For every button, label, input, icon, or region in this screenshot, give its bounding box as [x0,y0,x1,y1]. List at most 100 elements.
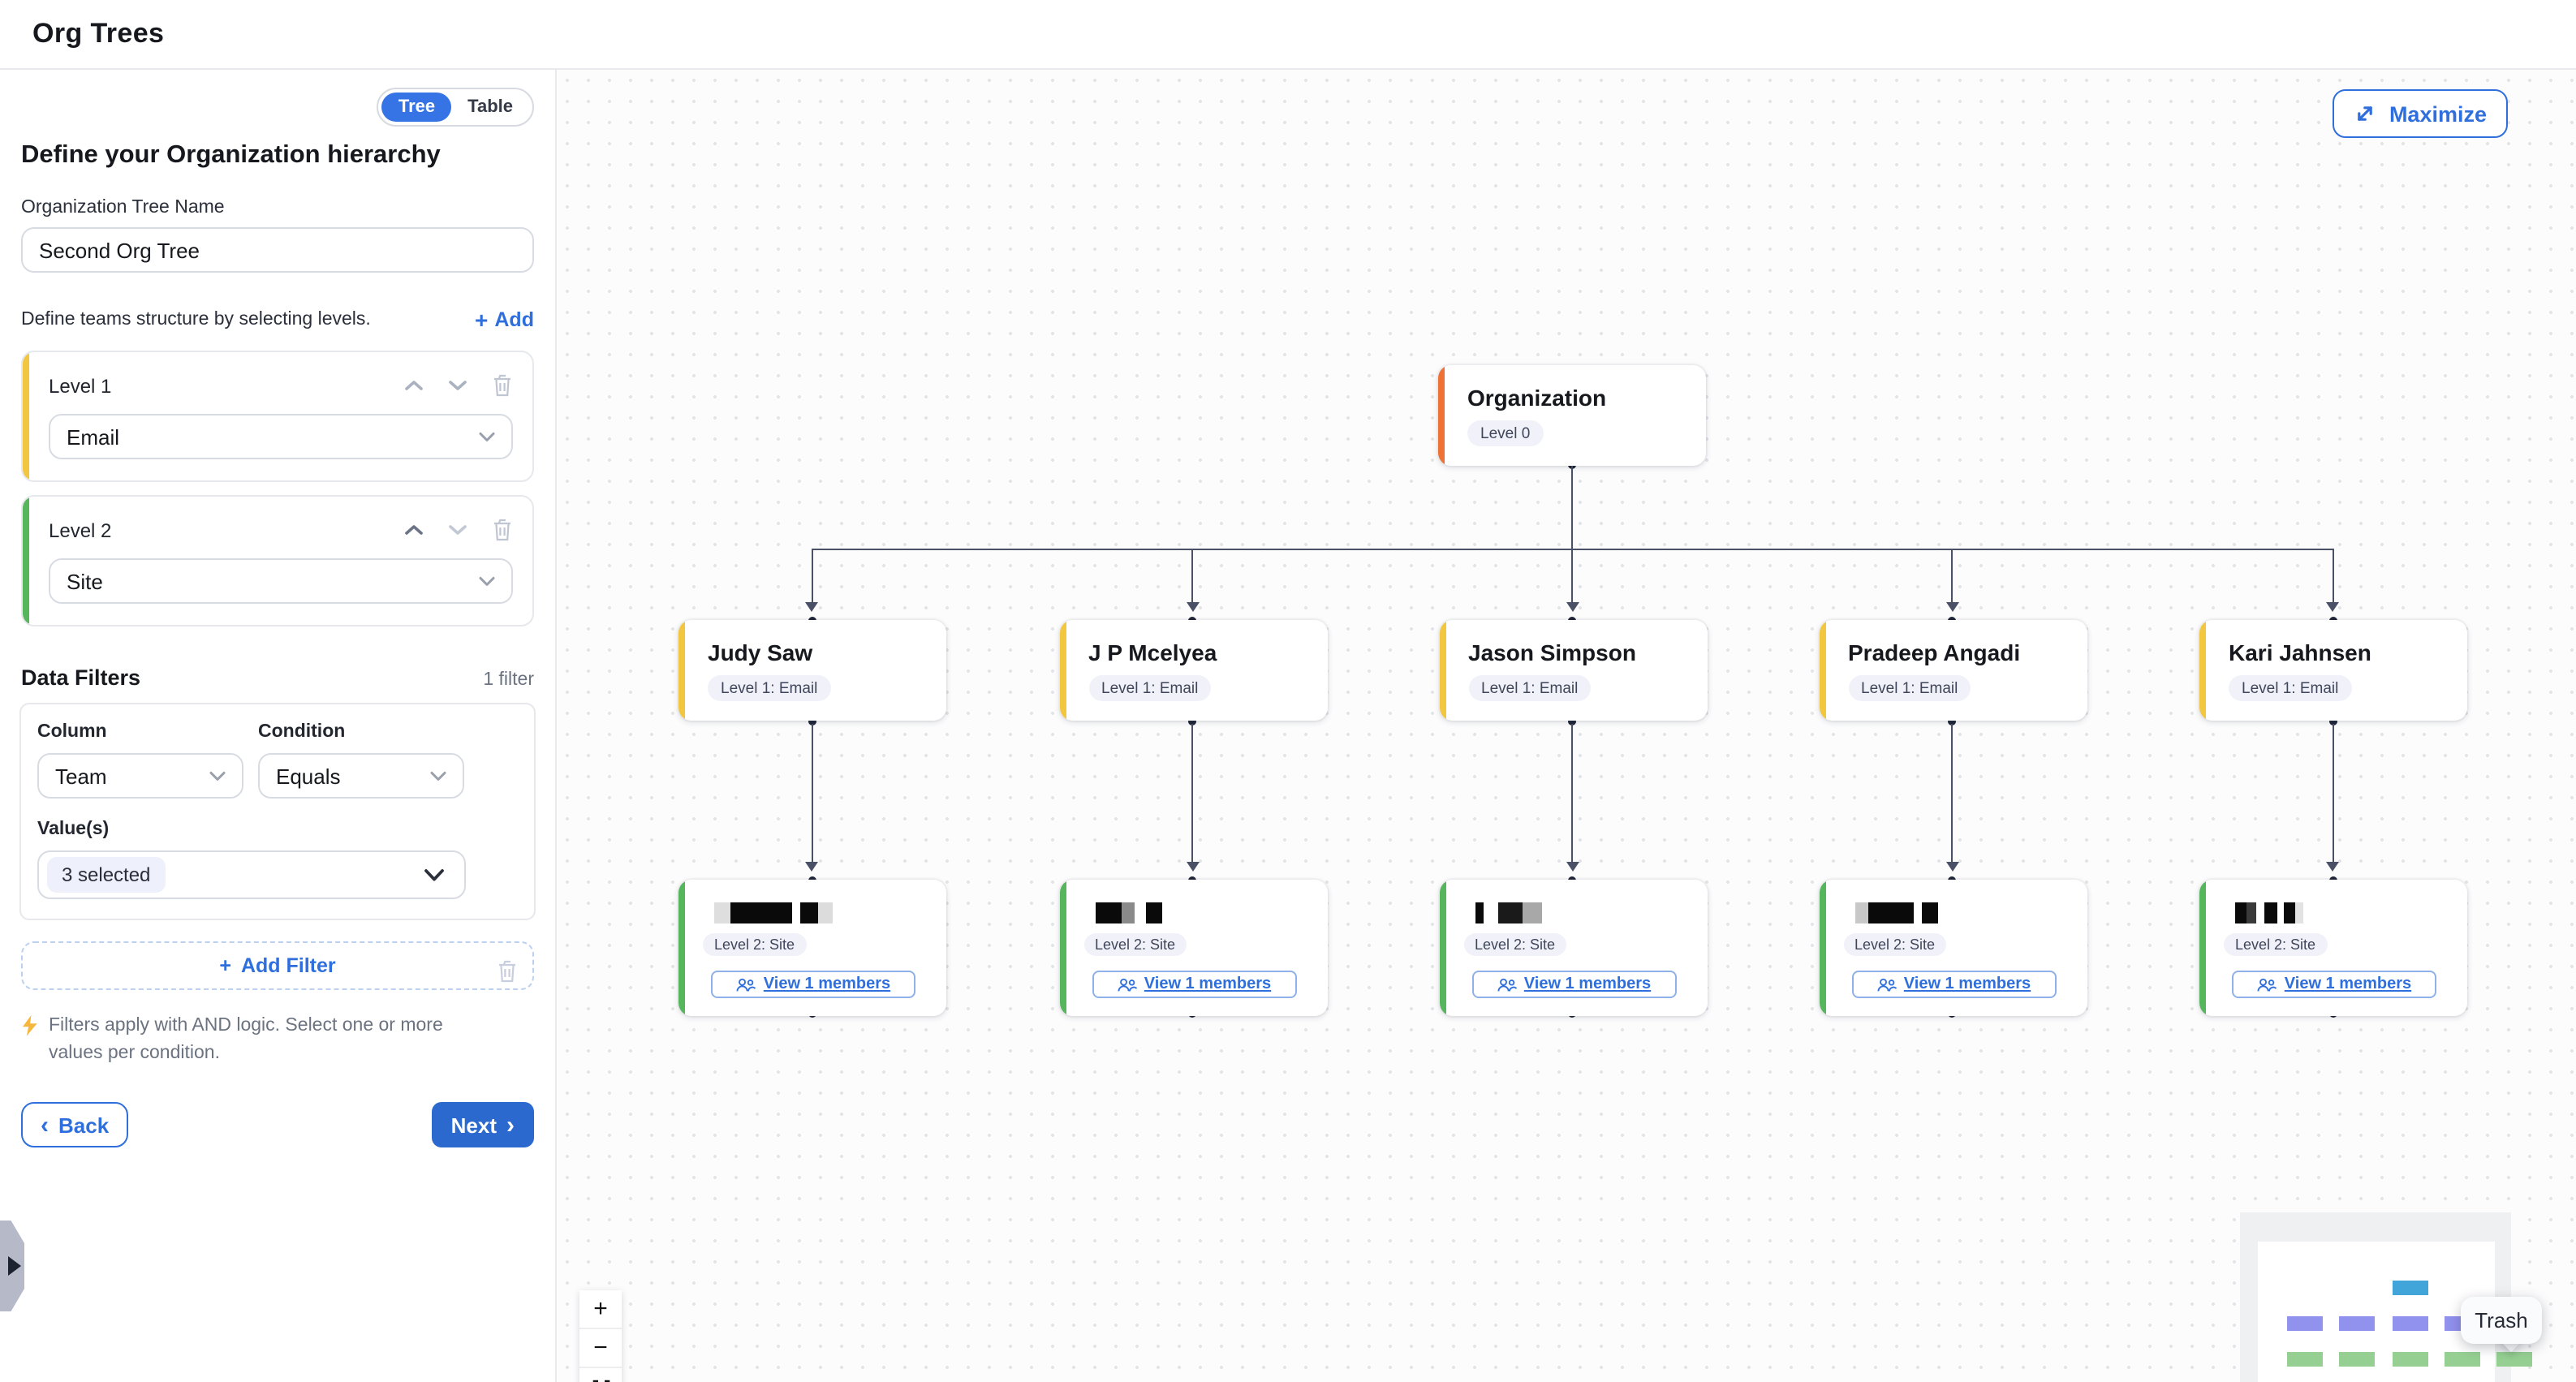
node-level-badge: Level 2: Site [1463,933,1567,956]
redacted-title [1095,902,1311,923]
edge-line [811,724,812,862]
select-chevron-icon [209,770,226,780]
levels-hint: Define teams structure by selecting leve… [21,310,371,329]
trash-icon[interactable] [492,373,513,398]
node-level-badge: Level 1: Email [2229,675,2352,701]
edge-arrowhead [2326,602,2339,612]
node-accent-bar [1819,620,1825,721]
org-node-level2[interactable]: Level 2: Site View 1 members [1439,880,1707,1016]
remove-filter-trash-icon[interactable] [497,959,518,984]
members-icon [1118,977,1137,991]
node-level-badge: Level 2: Site [2224,933,2328,956]
minimap-level2-node [2287,1352,2323,1367]
lightning-icon [23,1015,37,1036]
org-node-level2[interactable]: Level 2: Site View 1 members [678,880,946,1016]
chevron-up-icon[interactable] [404,524,424,536]
view-members-button[interactable]: View 1 members [711,971,915,998]
org-node-level2[interactable]: Level 2: Site View 1 members [1819,880,2087,1016]
node-level-badge: Level 2: Site [703,933,807,956]
node-title: Organization [1467,385,1607,411]
edge-arrowhead [1566,862,1579,872]
values-label: Value(s) [37,820,110,839]
node-accent-bar [1439,620,1445,721]
members-icon [2258,977,2277,991]
edge-line [811,549,812,602]
edge-arrowhead [805,602,818,612]
back-button[interactable]: ‹ Back [21,1102,129,1148]
redacted-title [714,902,930,923]
connection-handle [1568,717,1576,725]
level1-field-select[interactable]: Email [49,414,513,459]
members-icon [737,977,756,991]
edge-line [1571,466,1573,549]
trash-icon[interactable] [492,518,513,542]
add-level-button[interactable]: + Add [475,307,534,333]
zoom-out-button[interactable]: − [579,1329,622,1368]
app-header: Org Trees [0,0,2576,70]
minimap-level2-node [2393,1352,2428,1367]
fit-view-button[interactable] [579,1368,622,1382]
org-node-level1[interactable]: Judy Saw Level 1: Email [678,620,946,721]
minimap-level2-node [2339,1352,2375,1367]
toggle-table[interactable]: Table [467,97,513,117]
filter-card: Column Team Condition Equals [19,703,536,983]
node-level-badge: Level 2: Site [1083,933,1187,956]
toggle-tree[interactable]: Tree [381,93,452,122]
maximize-button[interactable]: Maximize [2332,89,2508,138]
level-card-1: Level 1 Email [21,351,534,482]
view-members-button[interactable]: View 1 members [2232,971,2436,998]
tree-name-input[interactable] [21,227,534,273]
node-accent-bar [678,880,685,1016]
values-multiselect[interactable]: 3 selected [37,850,466,899]
node-level-badge: Level 2: Site [1843,933,1947,956]
chevron-down-icon[interactable] [448,380,467,391]
next-button[interactable]: Next › [431,1102,534,1148]
org-tree-canvas[interactable]: Maximize Organization Level 0 Judy Saw L… [557,70,2576,1382]
minimap[interactable] [2240,1212,2532,1382]
redacted-title [1475,902,1691,923]
minimap-level1-node [2393,1316,2428,1331]
node-accent-bar [2199,880,2206,1016]
members-icon [1497,977,1517,991]
edge-line [1951,724,1953,862]
connection-handle [2328,717,2337,725]
add-filter-button[interactable]: + Add Filter [21,941,534,990]
node-level-badge: Level 1: Email [1848,675,1971,701]
column-label: Column [37,722,107,742]
view-members-button[interactable]: View 1 members [1851,971,2056,998]
level1-accent-bar [23,352,29,480]
org-node-level1[interactable]: J P Mcelyea Level 1: Email [1059,620,1327,721]
zoom-in-button[interactable]: + [579,1290,622,1329]
org-node-level2[interactable]: Level 2: Site View 1 members [2199,880,2467,1016]
edge-arrowhead [1945,602,1958,612]
node-accent-bar [1438,365,1445,466]
sidebar-collapse-handle[interactable] [0,1221,24,1311]
minimap-level2-node [2445,1352,2480,1367]
node-title: Kari Jahnsen [2229,639,2371,665]
view-members-button[interactable]: View 1 members [1471,971,1676,998]
plus-icon: + [475,307,489,333]
expand-arrows-icon [2358,106,2372,121]
org-node-level1[interactable]: Jason Simpson Level 1: Email [1439,620,1707,721]
org-node-level2[interactable]: Level 2: Site View 1 members [1059,880,1327,1016]
column-select[interactable]: Team [37,753,243,799]
edge-arrowhead [1186,602,1199,612]
org-node-root[interactable]: Organization Level 0 [1438,365,1706,466]
connection-handle [808,717,816,725]
values-selected-chip: 3 selected [47,857,166,893]
condition-select[interactable]: Equals [258,753,464,799]
org-node-level1[interactable]: Pradeep Angadi Level 1: Email [1819,620,2087,721]
org-node-level1[interactable]: Kari Jahnsen Level 1: Email [2199,620,2467,721]
node-title: Judy Saw [708,639,813,665]
node-title: J P Mcelyea [1088,639,1217,665]
chevron-up-icon[interactable] [404,380,424,391]
trash-tooltip: Trash [2461,1297,2542,1344]
page-title: Org Trees [32,18,165,49]
view-members-button[interactable]: View 1 members [1092,971,1296,998]
chevron-down-icon[interactable] [448,524,467,536]
level2-field-select[interactable]: Site [49,558,513,604]
condition-label: Condition [258,722,346,742]
connection-handle [1948,717,1956,725]
plus-icon: + [219,954,231,977]
